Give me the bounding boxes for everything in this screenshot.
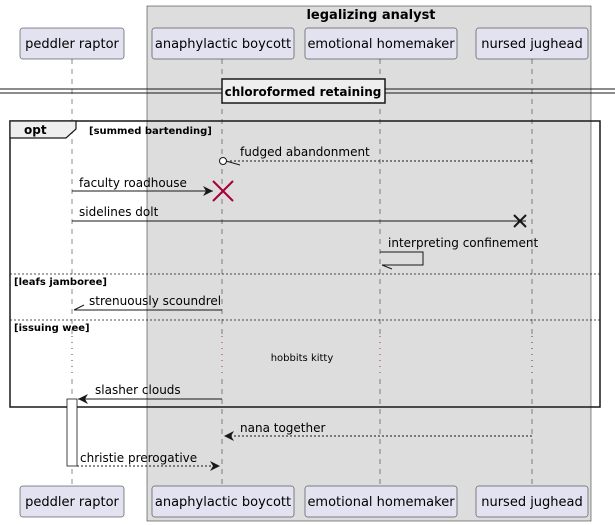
message-sidelines-dolt[interactable]: sidelines dolt: [72, 205, 527, 228]
participant-anaphylactic-boycott-bottom[interactable]: anaphylactic boycott: [151, 485, 295, 518]
participant-label: emotional homemaker: [307, 37, 455, 52]
message-label: slasher clouds: [95, 383, 181, 397]
participant-anaphylactic-boycott-top[interactable]: anaphylactic boycott: [151, 27, 295, 60]
fragment-else-guard-1: [leafs jamboree]: [14, 277, 107, 288]
divider: chloroformed retaining: [0, 78, 615, 104]
message-strenuously-scoundrel[interactable]: strenuously scoundrel: [73, 294, 222, 311]
fragment-keyword: opt: [24, 123, 47, 137]
message-fudged-abandonment[interactable]: fudged abandonment: [219, 145, 533, 166]
message-label: nana together: [240, 421, 325, 435]
participant-heads-top: peddler raptor anaphylactic boycott emot…: [19, 27, 589, 60]
participant-peddler-raptor-top[interactable]: peddler raptor: [19, 27, 125, 60]
message-label: fudged abandonment: [240, 145, 370, 159]
participant-label: anaphylactic boycott: [155, 37, 291, 52]
participant-label: nursed jughead: [481, 495, 583, 510]
messages: fudged abandonment faculty roadhouse sid…: [72, 145, 538, 471]
delay-label: hobbits kitty: [271, 353, 334, 364]
participant-group-title: legalizing analyst: [306, 8, 435, 23]
message-slasher-clouds[interactable]: slasher clouds: [78, 383, 222, 404]
message-faculty-roadhouse[interactable]: faculty roadhouse: [72, 176, 234, 202]
participant-label: anaphylactic boycott: [155, 495, 291, 510]
participant-emotional-homemaker-bottom[interactable]: emotional homemaker: [304, 485, 458, 518]
divider-label: chloroformed retaining: [225, 85, 382, 99]
participant-nursed-jughead-top[interactable]: nursed jughead: [475, 27, 589, 60]
participant-label: emotional homemaker: [307, 495, 455, 510]
message-label: strenuously scoundrel: [89, 294, 221, 308]
fragment-else-guard-2: [issuing wee]: [14, 323, 90, 334]
opt-fragment: opt [summed bartending] [leafs jamboree]…: [9, 120, 601, 408]
lost-message-x-icon: [513, 214, 527, 228]
participant-nursed-jughead-bottom[interactable]: nursed jughead: [475, 485, 589, 518]
participant-label: nursed jughead: [481, 37, 583, 52]
delay-gap: [71, 336, 533, 378]
participant-peddler-raptor-bottom[interactable]: peddler raptor: [19, 485, 125, 518]
message-label: faculty roadhouse: [79, 176, 187, 190]
participant-label: peddler raptor: [25, 37, 119, 52]
participant-emotional-homemaker-top[interactable]: emotional homemaker: [304, 27, 458, 60]
activation-bar: [66, 398, 78, 467]
participant-heads-bottom: peddler raptor anaphylactic boycott emot…: [19, 485, 589, 518]
fragment-guard: [summed bartending]: [89, 126, 212, 137]
message-christie-prerogative[interactable]: christie prerogative: [77, 451, 220, 471]
message-interpreting-confinement[interactable]: interpreting confinement: [380, 236, 538, 270]
participant-label: peddler raptor: [25, 495, 119, 510]
message-label: sidelines dolt: [79, 205, 159, 219]
destroy-icon: [212, 180, 234, 202]
message-nana-together[interactable]: nana together: [224, 421, 532, 441]
message-label: interpreting confinement: [388, 236, 538, 250]
message-label: christie prerogative: [80, 451, 197, 465]
